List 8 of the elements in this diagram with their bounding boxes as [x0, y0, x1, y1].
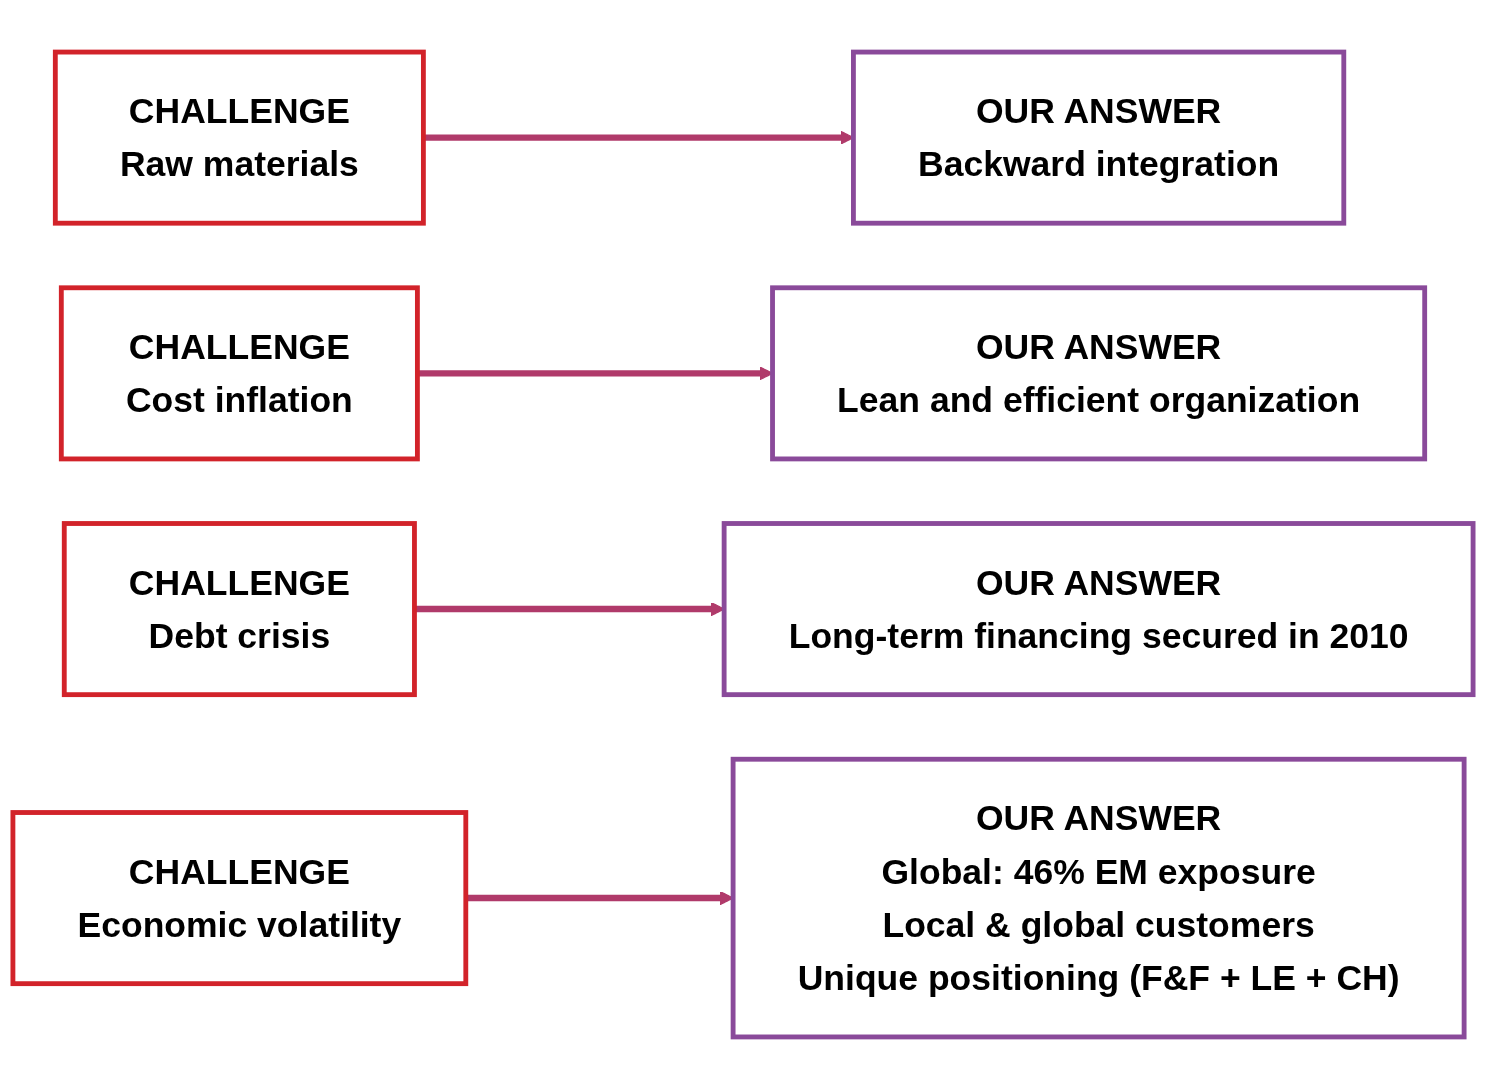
node-box: OUR ANSWER Lean and efficient organization — [770, 285, 1428, 462]
node-box: CHALLENGE Cost inflation — [58, 285, 420, 462]
node-box: OUR ANSWER Global: 46% EM exposure Local & global customers Unique positioning (F&F + LE + CH) — [730, 756, 1467, 1040]
node-box: CHALLENGE Economic volatility — [10, 810, 469, 987]
node-box: OUR ANSWER Long-term financing secured in 2010 — [721, 521, 1476, 698]
node-box: CHALLENGE Raw materials — [52, 49, 426, 226]
node-box: OUR ANSWER Backward integration — [851, 49, 1347, 226]
node-box: CHALLENGE Debt crisis — [61, 521, 417, 698]
